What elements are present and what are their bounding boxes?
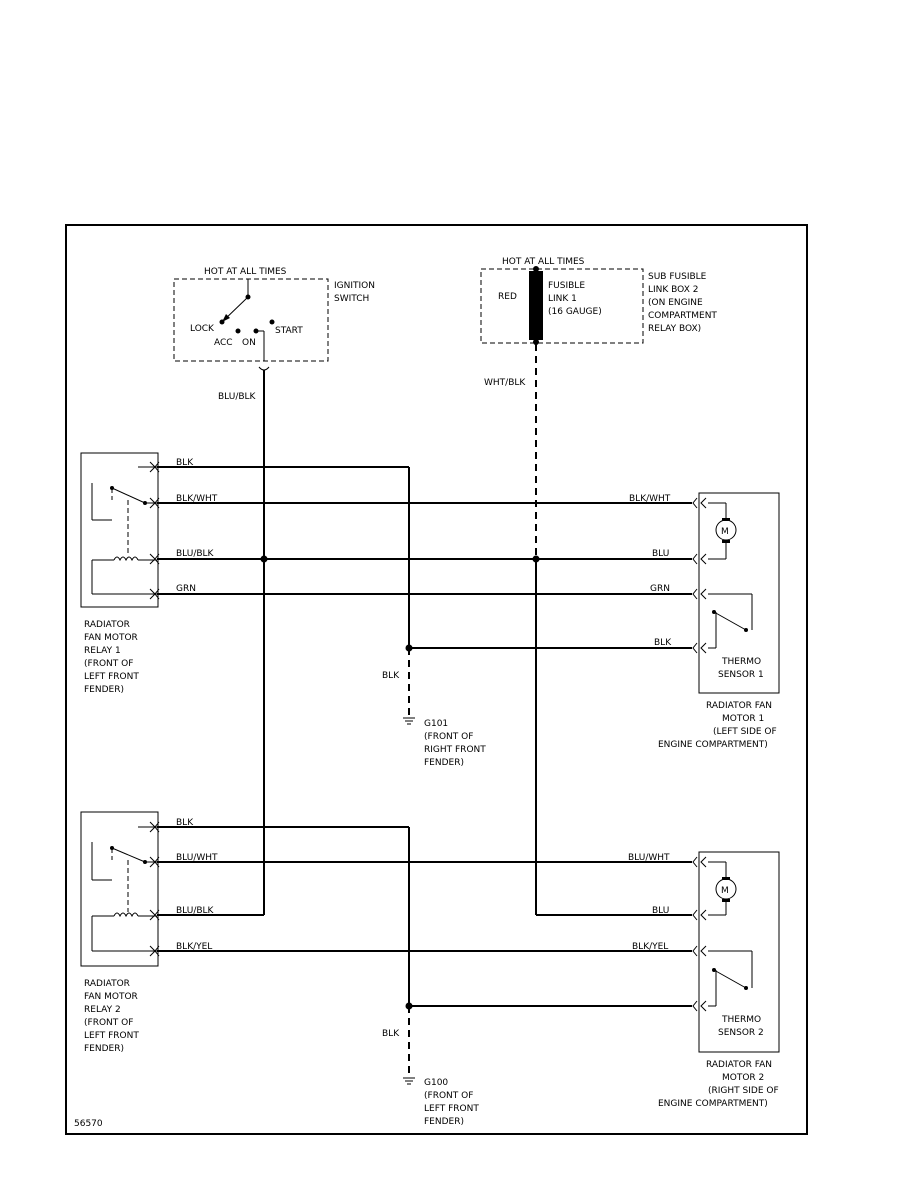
g101-label: RIGHT FRONT bbox=[424, 745, 486, 755]
relay1-label: LEFT FRONT bbox=[84, 672, 139, 682]
wire-label: BLK/WHT bbox=[629, 494, 671, 504]
motor2-label: (RIGHT SIDE OF bbox=[708, 1086, 779, 1096]
thermo1-label: SENSOR 1 bbox=[718, 670, 764, 680]
wire-label: BLK bbox=[382, 1029, 400, 1039]
wire-label: BLK bbox=[654, 638, 672, 648]
motor2-label: MOTOR 2 bbox=[722, 1073, 764, 1083]
relay2-label: FAN MOTOR bbox=[84, 992, 138, 1002]
wire-label: GRN bbox=[650, 584, 670, 594]
relay2-label: RADIATOR bbox=[84, 979, 130, 989]
fan-motor-2: M THERMO SENSOR 2 RADIATOR FAN MOTOR 2 (… bbox=[658, 851, 780, 1109]
ground-g100-icon bbox=[403, 1077, 415, 1085]
motor2-label: RADIATOR FAN bbox=[706, 1060, 772, 1070]
wire-label: BLK bbox=[176, 818, 194, 828]
relay-2: RADIATOR FAN MOTOR RELAY 2 (FRONT OF LEF… bbox=[80, 811, 159, 1054]
relay2-label: RELAY 2 bbox=[84, 1005, 121, 1015]
wire-label: BLU/BLK bbox=[218, 392, 257, 402]
sub-fusible-label: SUB FUSIBLE bbox=[648, 272, 707, 282]
connector-icon bbox=[258, 366, 270, 371]
g101-label: (FRONT OF bbox=[424, 732, 473, 742]
relay1-label: RADIATOR bbox=[84, 620, 130, 630]
thermo1-label: THERMO bbox=[721, 657, 761, 667]
ignition-hot-label: HOT AT ALL TIMES bbox=[204, 267, 287, 277]
relay1-label: RELAY 1 bbox=[84, 646, 121, 656]
relay1-label: FENDER) bbox=[84, 685, 124, 695]
ground-g101-icon bbox=[403, 717, 415, 725]
g100-label: (FRONT OF bbox=[424, 1091, 473, 1101]
wire-label: BLU/BLK bbox=[176, 906, 215, 916]
start-label: START bbox=[275, 326, 303, 336]
fusible-link-label: FUSIBLE bbox=[548, 281, 585, 291]
thermo2-label: THERMO bbox=[721, 1015, 761, 1025]
ignition-switch-label: SWITCH bbox=[334, 294, 369, 304]
wire-label: WHT/BLK bbox=[484, 378, 526, 388]
motor1-connectors bbox=[692, 497, 707, 654]
wire-label: BLK/YEL bbox=[632, 942, 668, 952]
fusible-link-label: LINK 1 bbox=[548, 294, 577, 304]
sub-fusible-label: (ON ENGINE bbox=[648, 298, 703, 308]
relay2-connectors bbox=[149, 821, 160, 957]
motor1-label: (LEFT SIDE OF bbox=[713, 727, 777, 737]
sub-fusible-label: COMPARTMENT bbox=[648, 311, 717, 321]
motor1-label: ENGINE COMPARTMENT) bbox=[658, 740, 768, 750]
relay1-label: FAN MOTOR bbox=[84, 633, 138, 643]
g100-label: G100 bbox=[424, 1078, 448, 1088]
motor-symbol: M bbox=[721, 527, 729, 537]
relay2-label: (FRONT OF bbox=[84, 1018, 133, 1028]
g101-label: FENDER) bbox=[424, 758, 464, 768]
ignition-switch: HOT AT ALL TIMES IGNITION SWITCH LOCK AC… bbox=[173, 267, 375, 371]
relay1-label: (FRONT OF bbox=[84, 659, 133, 669]
fusible-link-gauge: (16 GAUGE) bbox=[548, 307, 602, 317]
wire-label: BLK/WHT bbox=[176, 494, 218, 504]
wire-label: BLU bbox=[652, 906, 669, 916]
on-label: ON bbox=[242, 338, 256, 348]
diagram-frame bbox=[65, 224, 808, 1135]
wire-label: BLU bbox=[652, 549, 669, 559]
g101-label: G101 bbox=[424, 719, 448, 729]
figure-number: 56570 bbox=[74, 1119, 103, 1129]
sub-fusible-label: LINK BOX 2 bbox=[648, 285, 698, 295]
wire-label: BLK bbox=[176, 458, 194, 468]
sub-fusible-label: RELAY BOX) bbox=[648, 324, 701, 334]
motor1-label: RADIATOR FAN bbox=[706, 701, 772, 711]
fusible-link-box: HOT AT ALL TIMES RED FUSIBLE LINK 1 (16 … bbox=[480, 257, 717, 345]
red-wire-label: RED bbox=[498, 292, 517, 302]
relay1-connectors bbox=[149, 461, 160, 600]
acc-label: ACC bbox=[214, 338, 233, 348]
lock-label: LOCK bbox=[190, 324, 215, 334]
motor1-label: MOTOR 1 bbox=[722, 714, 764, 724]
motor-symbol: M bbox=[721, 886, 729, 896]
fuse-hot-label: HOT AT ALL TIMES bbox=[502, 257, 585, 267]
wire-label: BLU/BLK bbox=[176, 549, 215, 559]
wire-label: GRN bbox=[176, 584, 196, 594]
ignition-switch-label: IGNITION bbox=[334, 281, 375, 291]
wire-label: BLU/WHT bbox=[176, 853, 218, 863]
motor2-label: ENGINE COMPARTMENT) bbox=[658, 1099, 768, 1109]
wire-label: BLK bbox=[382, 671, 400, 681]
relay-1: RADIATOR FAN MOTOR RELAY 1 (FRONT OF LEF… bbox=[80, 452, 159, 695]
g100-label: FENDER) bbox=[424, 1117, 464, 1127]
motor2-connectors bbox=[692, 856, 707, 1012]
g100-label: LEFT FRONT bbox=[424, 1104, 479, 1114]
relay2-label: FENDER) bbox=[84, 1044, 124, 1054]
fusible-link-1 bbox=[529, 271, 543, 340]
wire-label: BLK/YEL bbox=[176, 942, 212, 952]
fan-motor-1: M THERMO SENSOR 1 RADIATOR FAN MOTOR 1 (… bbox=[658, 492, 780, 750]
wire-label: BLU/WHT bbox=[628, 853, 670, 863]
thermo2-label: SENSOR 2 bbox=[718, 1028, 764, 1038]
relay2-label: LEFT FRONT bbox=[84, 1031, 139, 1041]
